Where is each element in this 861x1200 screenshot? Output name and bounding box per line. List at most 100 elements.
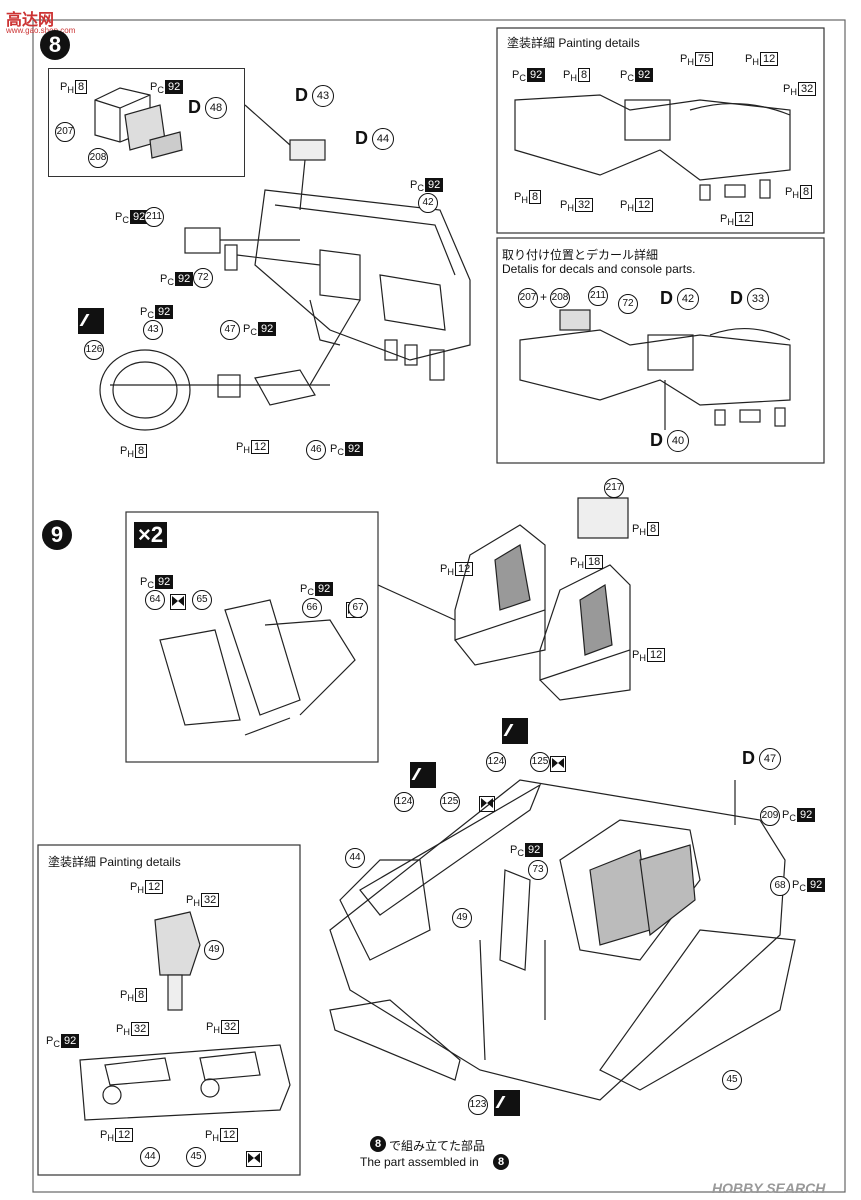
part-47: 47 [220, 320, 240, 340]
part-126: 126 [84, 340, 104, 360]
caution-icon [502, 718, 528, 744]
part-45: 45 [722, 1070, 742, 1090]
paint-code-ph8: 8 [74, 80, 88, 94]
step-ref-marker: 8 [370, 1136, 386, 1152]
part-124-a: 124 [486, 752, 506, 772]
part-68: 68 [770, 876, 790, 896]
watermark-logo-top: 高达网 [6, 12, 55, 29]
painting-details-title-2: 塗装詳細 Painting details [48, 855, 181, 869]
s9-part-64: 64 [145, 590, 165, 610]
dd-plus: + [540, 290, 548, 304]
assembled-note-en: The part assembled in [360, 1155, 479, 1169]
part-208: 208 [88, 148, 108, 168]
caution-icon [494, 1090, 520, 1116]
assembled-note-jp: で組み立てた部品 [389, 1139, 486, 1153]
caution-icon [410, 762, 436, 788]
pd2-part-45: 45 [186, 1147, 206, 1167]
watermark-hobbysearch: HOBBY SEARCH [712, 1180, 826, 1196]
part-46: 46 [306, 440, 326, 460]
pd2-part-49: 49 [204, 940, 224, 960]
caution-icon [78, 308, 104, 334]
part-125-a: 125 [530, 752, 550, 772]
part-73: 73 [528, 860, 548, 880]
part-44: 44 [345, 848, 365, 868]
dd-part-207: 207 [518, 288, 538, 308]
s9-part-66: 66 [302, 598, 322, 618]
watermark-url-top: www.gao.shop.com [6, 26, 76, 35]
part-124-b: 124 [394, 792, 414, 812]
step8-inset-box [48, 68, 245, 177]
dd-part-211: 211 [588, 286, 608, 306]
part-42: 42 [418, 193, 438, 213]
mirror-pair-icon [479, 795, 496, 812]
part-211: 211 [144, 207, 164, 227]
part-217: 217 [604, 478, 624, 498]
part-123: 123 [468, 1095, 488, 1115]
dd-part-72: 72 [618, 294, 638, 314]
quantity-badge: ×2 [134, 522, 168, 548]
step-9-marker: 9 [42, 520, 72, 550]
painting-details-title-1: 塗装詳細 Painting details [507, 36, 640, 50]
pd2-part-44: 44 [140, 1147, 160, 1167]
part-209: 209 [760, 806, 780, 826]
paint-code-pc92: 92 [164, 80, 184, 94]
part-125-b: 125 [440, 792, 460, 812]
s9-part-67: 67 [348, 598, 368, 618]
step-ref-marker: 8 [493, 1154, 509, 1170]
mirror-pair-icon [170, 593, 186, 610]
decal-details-title-jp: 取り付け位置とデカール詳細 [502, 248, 659, 262]
part-43: 43 [143, 320, 163, 340]
part-207: 207 [55, 122, 75, 142]
step-8-marker: 8 [40, 30, 70, 60]
part-49: 49 [452, 908, 472, 928]
mirror-pair-icon [549, 755, 566, 772]
decal-details-title-en: Detalis for decals and console parts. [502, 262, 696, 276]
s9-part-65: 65 [192, 590, 212, 610]
part-72: 72 [193, 268, 213, 288]
mirror-pair-icon [245, 1150, 262, 1167]
